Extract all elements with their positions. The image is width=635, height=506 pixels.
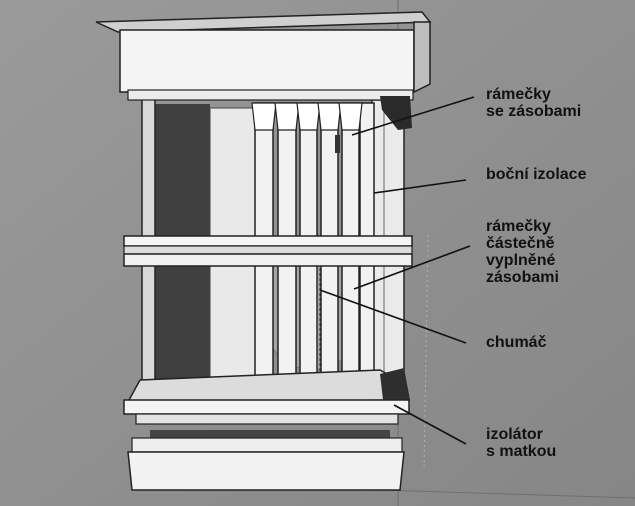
frame-lug: [251, 102, 277, 131]
roof-shadow: [380, 96, 412, 130]
roof-side: [413, 21, 431, 94]
frame-lug: [296, 102, 321, 131]
label-frames-partial: rámečky částečně vyplněné zásobami: [486, 218, 559, 286]
label-queen-excluder: izolátor s matkou: [486, 426, 557, 460]
label-cluster: chumáč: [486, 334, 547, 351]
frame-lug: [317, 102, 342, 131]
leader-cluster: [319, 289, 467, 344]
divider-board-top: [123, 235, 413, 247]
leader-frames-with-stores: [351, 96, 475, 136]
frame-lug: [338, 102, 363, 131]
leader-queen-excluder: [393, 404, 467, 445]
comb-texture: [316, 268, 321, 372]
frame-lug: [274, 102, 300, 131]
base-strip: [135, 413, 399, 425]
base-slot: [150, 430, 390, 438]
divider-board-mid: [123, 245, 413, 255]
roof-body: [119, 29, 415, 93]
leader-side-insulation: [373, 179, 467, 194]
base-lower: [131, 437, 403, 453]
leader-frames-partial: [353, 245, 471, 290]
base-board: [123, 399, 410, 415]
divider-board-bottom: [123, 253, 413, 267]
roof-rim: [127, 89, 414, 101]
frame-marker: [335, 135, 340, 153]
guide-line: [379, 489, 635, 499]
base-shadow: [380, 368, 410, 408]
label-side-insulation: boční izolace: [486, 166, 587, 183]
guide-line: [423, 234, 429, 471]
base-stand: [127, 451, 405, 491]
label-frames-with-stores: rámečky se zásobami: [486, 86, 582, 120]
